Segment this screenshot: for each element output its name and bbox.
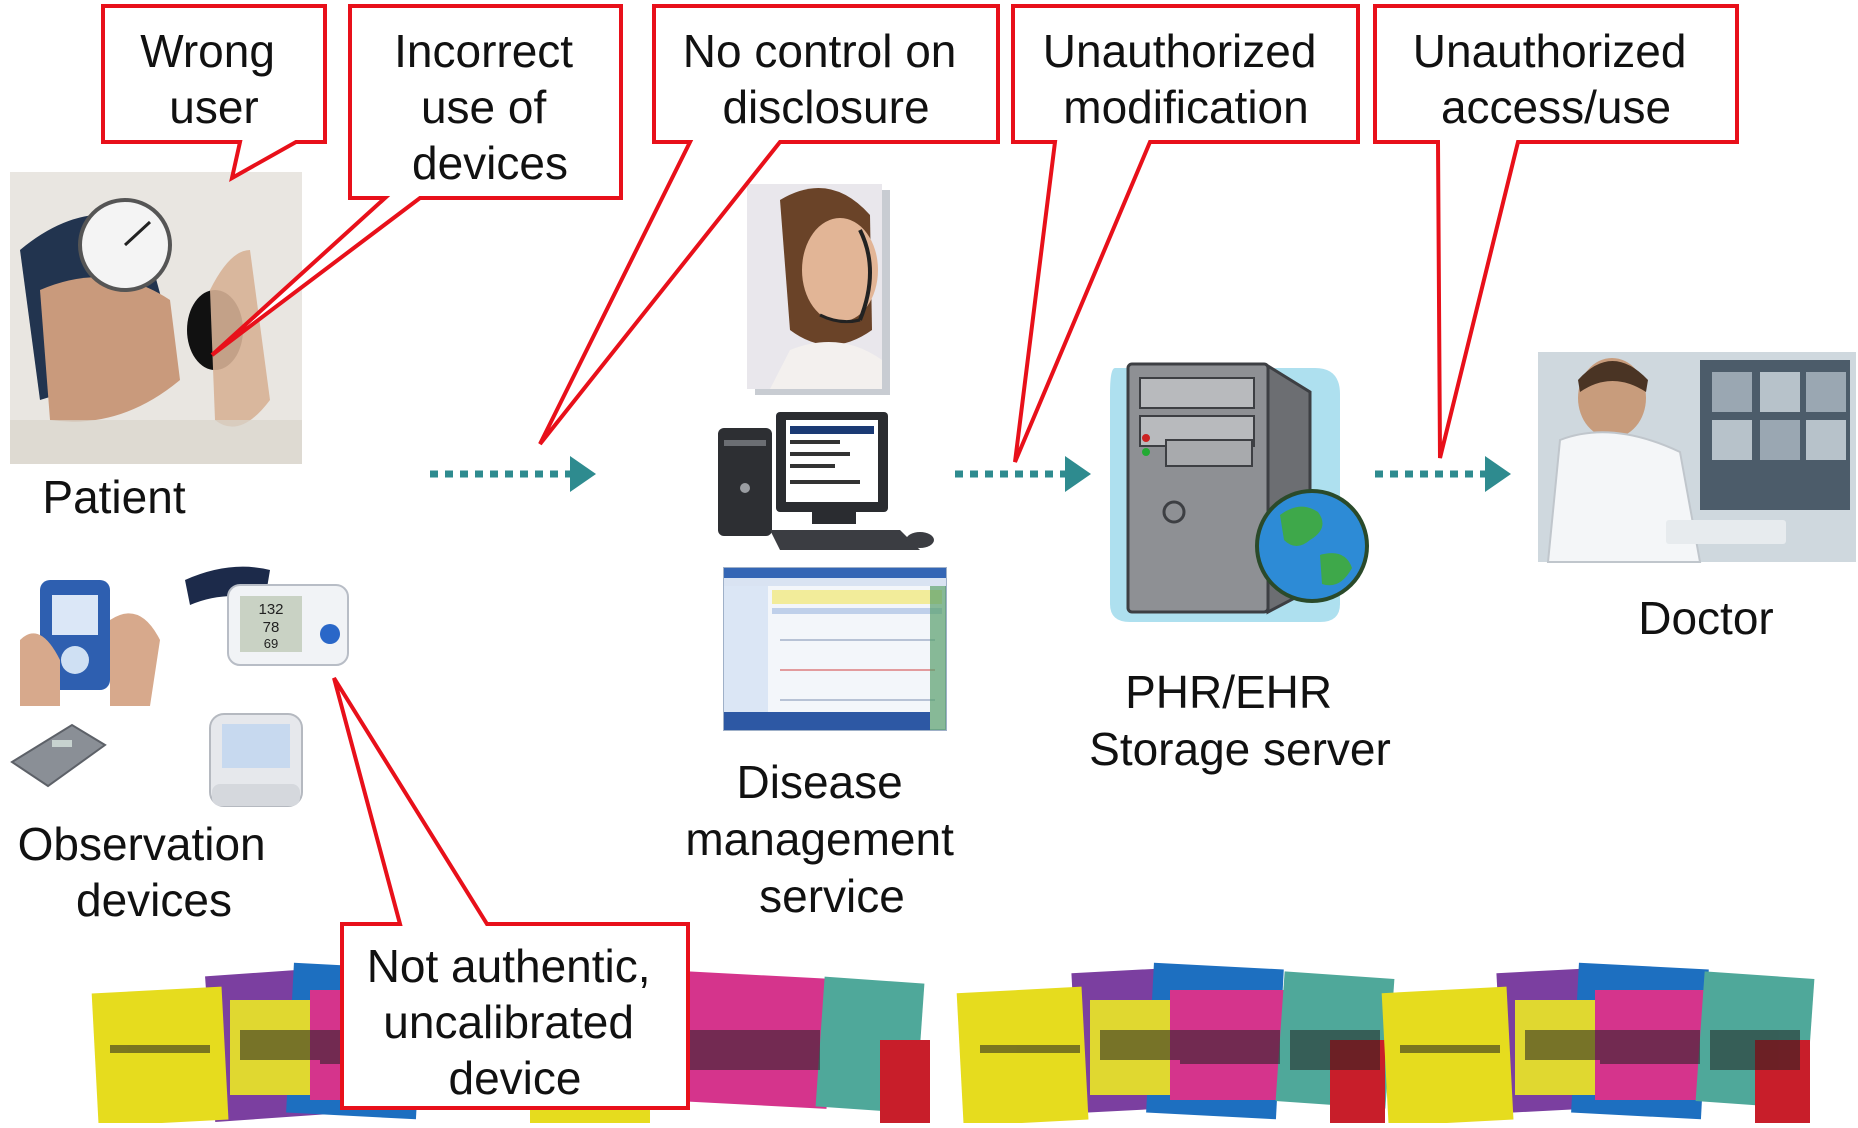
server-power-icon	[1162, 500, 1186, 524]
callout-incorrect-use-text: Incorrect use of devices	[394, 25, 586, 189]
banner-tile-red	[880, 1040, 930, 1123]
storage-server-label: PHR/EHR Storage server	[1089, 666, 1391, 775]
callout-not-authentic	[332, 676, 690, 1110]
observation-devices-photos: 132 78 69	[10, 548, 349, 807]
disease-management-label: Disease management service	[685, 756, 966, 922]
globe-icon	[1255, 489, 1369, 603]
banner-tile-yellow	[1381, 986, 1514, 1127]
doctor-photo	[1538, 352, 1856, 563]
bp-systolic-readout: 132	[258, 601, 283, 618]
desktop-computer-icon	[718, 412, 934, 550]
doctor-label: Doctor	[1638, 592, 1773, 644]
callout-unauth-mod	[1011, 4, 1360, 463]
callout-unauth-access	[1373, 4, 1739, 459]
callout-incorrect-use	[210, 4, 623, 357]
flow-arrow-3	[1375, 456, 1511, 492]
banner-tile-yellow	[91, 986, 229, 1127]
bp-pulse-readout: 69	[264, 636, 278, 651]
callout-not-authentic-text: Not authentic, uncalibrated device	[367, 940, 664, 1104]
flow-arrow-2	[955, 456, 1091, 492]
callout-no-control-text: No control on disclosure	[683, 25, 969, 133]
callout-no-control	[538, 4, 1000, 446]
entity-labels: Patient Observation devices Disease mana…	[18, 471, 1774, 926]
server-icon	[1110, 362, 1369, 622]
bp-start-button-icon	[320, 624, 340, 644]
call-center-agent-photo	[747, 184, 890, 395]
callout-wrong-user	[101, 4, 327, 182]
banner-tile-yellow	[956, 986, 1089, 1127]
patient-label: Patient	[42, 471, 185, 523]
callout-unauth-access-text: Unauthorized access/use	[1413, 25, 1699, 133]
callout-unauth-mod-text: Unauthorized modification	[1043, 25, 1329, 133]
patient-photo	[10, 172, 302, 464]
bp-diastolic-readout: 78	[263, 619, 280, 636]
observation-devices-label: Observation devices	[18, 818, 279, 926]
flow-arrow-1	[430, 456, 596, 492]
disease-management-app-screenshot	[723, 567, 947, 731]
callout-wrong-user-text: Wrong user	[140, 25, 287, 133]
callout-texts: Wrong user Incorrect use of devices No c…	[140, 25, 1699, 1104]
